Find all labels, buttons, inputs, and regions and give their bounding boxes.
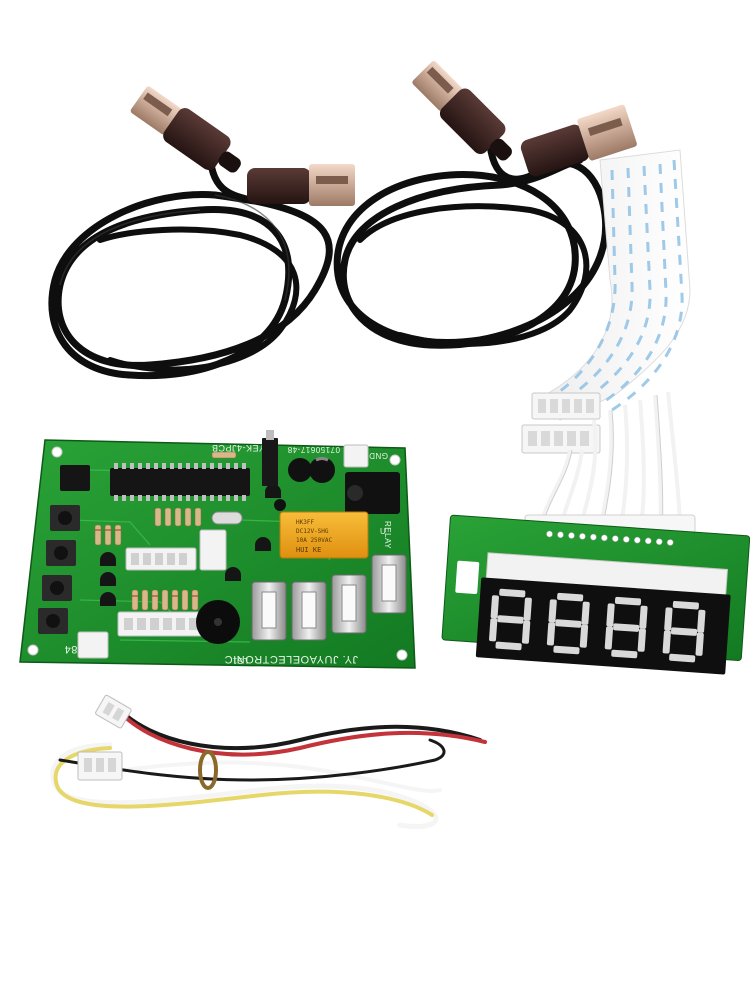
usb-plug-right-a [412, 60, 512, 161]
board-date-code: 07150617-48 [287, 445, 340, 454]
relay-marking-1: HK3FF [296, 519, 314, 526]
digit-1-segment-c [521, 620, 531, 644]
push-buttons [38, 505, 80, 634]
digit-1-segment-e [489, 618, 498, 642]
digit-1-segment-g [497, 615, 524, 624]
digit-2-segment-f [548, 599, 557, 623]
display-board: 8888 [441, 514, 750, 675]
cable-tie [198, 750, 218, 790]
digit-4-segment-f [664, 607, 673, 631]
digit-3-segment-d [611, 649, 638, 659]
digit-4-segment-a [672, 600, 699, 610]
relay-marking-3: 10A 250VAC [296, 537, 333, 544]
digit-4-segment-b [697, 609, 706, 633]
digit-2-segment-d [553, 645, 580, 655]
usb-cable-left [48, 86, 355, 380]
digit-3-segment-g [613, 623, 640, 632]
digit-2-segment-e [546, 622, 556, 646]
digit-2-segment-g [555, 619, 582, 628]
digit-1-segment-b [523, 597, 532, 621]
relay-silk-label: RELAY [383, 521, 392, 549]
voltage-regulator [262, 438, 278, 486]
usb-ports [251, 554, 407, 641]
electrolytic-capacitors [274, 457, 335, 511]
small-chip [60, 465, 90, 491]
digit-1-segment-f [490, 595, 499, 619]
seven-segment-display [489, 588, 706, 663]
digit-4-segment-e [662, 630, 671, 654]
digit-3-segment-e [604, 626, 614, 650]
relay-marking-4: HUI KE [296, 546, 321, 554]
relay-marking-2: DC12V-SHG [296, 528, 329, 535]
wire-harness [50, 694, 487, 830]
relay-icon: HK3FF DC12V-SHG 10A 250VAC HUI KE [279, 511, 369, 559]
digit-2-segment-b [581, 601, 590, 625]
digit-1-segment-d [495, 641, 522, 651]
ribbon-cable [521, 149, 696, 534]
usb-plug-left-b [247, 164, 355, 206]
digit-2-segment-a [557, 592, 584, 602]
digit-1-segment-a [499, 588, 526, 598]
resistor-array [94, 451, 237, 611]
digit-3-segment-f [606, 603, 615, 627]
digit-4-segment-d [669, 653, 696, 663]
ribbon-connector-lower [521, 424, 601, 454]
harness-connector-small [95, 694, 132, 729]
digit-2-segment-c [579, 624, 589, 648]
ribbon-connector-upper [531, 392, 601, 420]
digit-4-segment-g [670, 627, 698, 636]
transistors [100, 484, 281, 606]
usb-plug-left-a [130, 86, 241, 173]
digit-3-segment-a [614, 596, 642, 606]
dc-power-jack [345, 472, 400, 514]
board-model-label: YEK-4JPCB [211, 443, 265, 453]
digit-3-segment-b [639, 605, 648, 629]
ls-silk-label: LS1 [232, 656, 248, 665]
crystal-oscillator [211, 511, 243, 525]
digit-3-segment-c [637, 628, 646, 652]
u-silk-label: U [380, 527, 386, 536]
harness-connector-large [77, 751, 123, 781]
digit-4-segment-c [695, 632, 704, 656]
gnd-silk-label: GND [369, 451, 388, 460]
usb-plug-right-b [520, 104, 637, 177]
usb-cable-right [333, 60, 637, 349]
board-maker-label: JY. JUYAOELECTRONIC [224, 653, 358, 665]
main-board: YEK-4JPCB 07150617-48 JY. JUYAOELECTRONI… [19, 430, 416, 669]
microcontroller-chip [110, 463, 250, 501]
buzzer-icon [196, 600, 240, 644]
